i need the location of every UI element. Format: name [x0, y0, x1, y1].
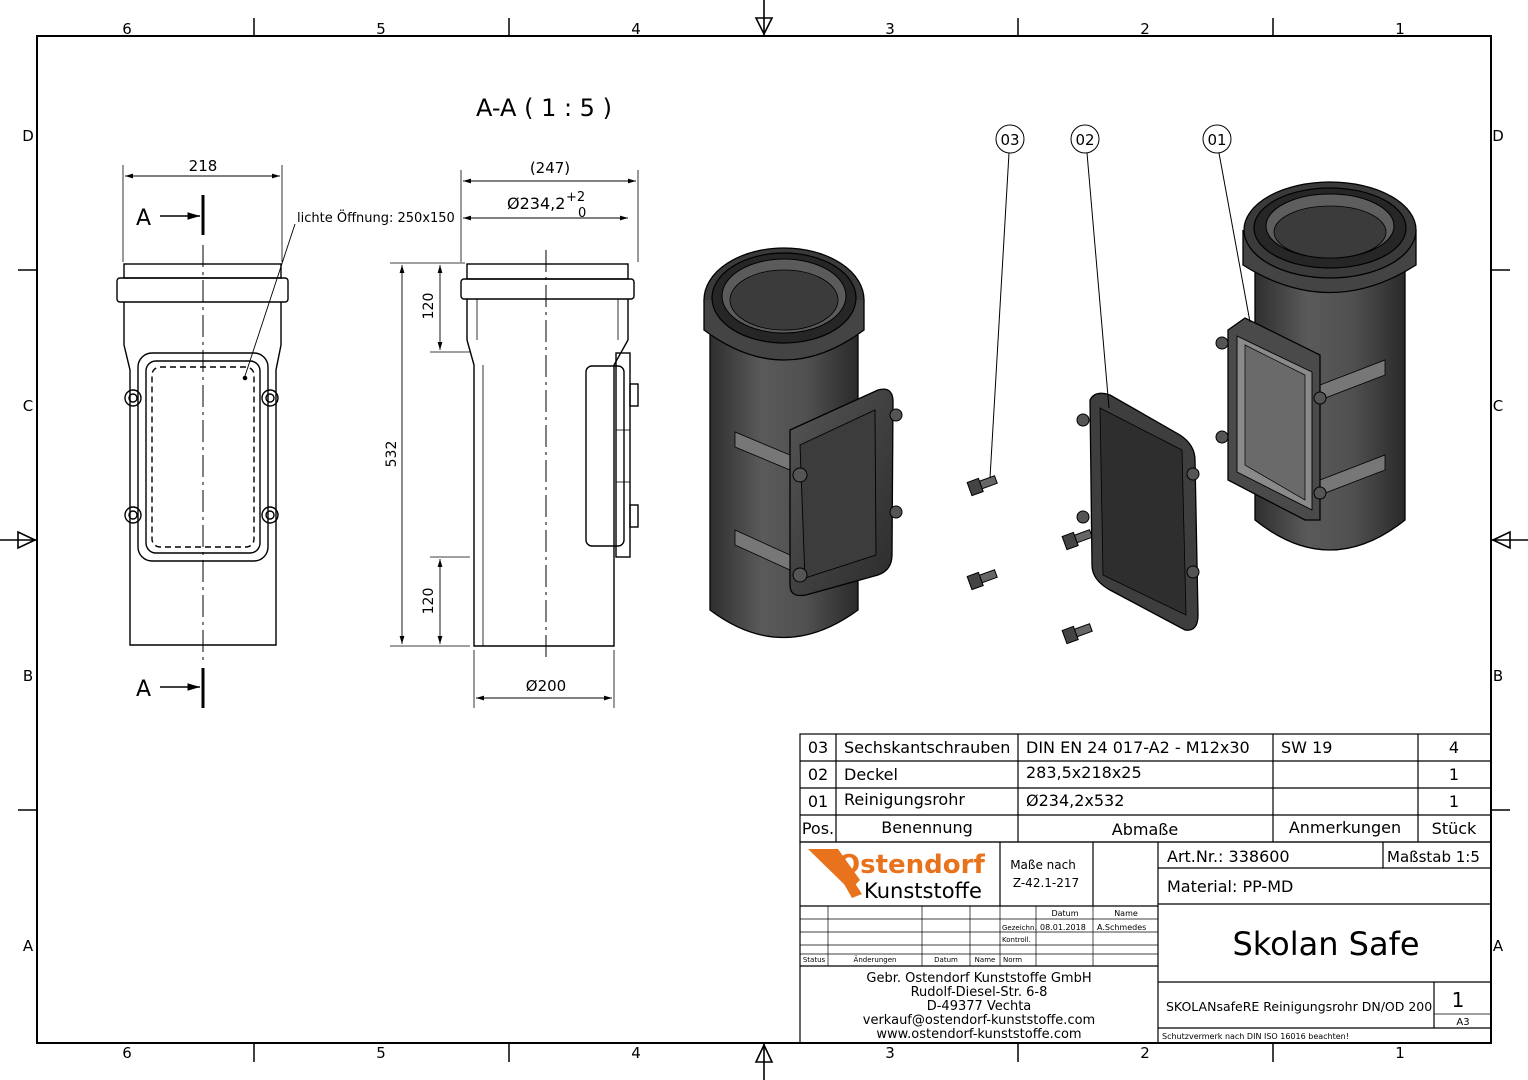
- part-note: SW 19: [1281, 738, 1332, 757]
- drawn-name: A.Schmedes: [1097, 923, 1146, 932]
- dim-len-120-top: 120: [421, 293, 437, 320]
- col-label: 5: [376, 1044, 386, 1062]
- row-label: B: [1493, 667, 1503, 685]
- lid-render: [1076, 392, 1200, 631]
- company-email: verkauf@ostendorf-kunststoffe.com: [863, 1013, 1095, 1028]
- scale: Maßstab 1:5: [1387, 848, 1480, 866]
- company-city: D-49377 Vechta: [927, 999, 1032, 1014]
- opening-note: lichte Öffnung: 250x150: [297, 209, 455, 226]
- section-view: [390, 170, 639, 708]
- section-letter-top: A: [136, 206, 151, 231]
- sheet-number: 1: [1452, 988, 1465, 1012]
- row-label: A: [23, 937, 34, 955]
- balloon-03: 03: [1000, 131, 1019, 149]
- status-label: Status: [803, 956, 826, 964]
- row-label: A: [1493, 937, 1504, 955]
- part-name: Sechskantschrauben: [844, 738, 1010, 757]
- balloon-02: 02: [1075, 131, 1094, 149]
- row-label: C: [23, 397, 33, 415]
- dim-width-218: 218: [189, 157, 218, 175]
- col-label: 1: [1395, 1044, 1405, 1062]
- part-qty: 1: [1449, 765, 1459, 784]
- changes-date-label: Datum: [934, 956, 958, 964]
- dim-diameter-main: Ø234,2: [507, 194, 565, 213]
- changes-name-label: Name: [975, 956, 996, 964]
- part-pos: 01: [808, 792, 828, 811]
- drawn-row-label: Gezeichn.: [1002, 924, 1037, 932]
- part-name: Deckel: [844, 765, 898, 784]
- row-label: B: [23, 667, 33, 685]
- product-title: Skolan Safe: [1232, 925, 1419, 963]
- standard-line1: Maße nach: [1010, 858, 1076, 872]
- logo-text-kunststoffe: Kunststoffe: [864, 879, 982, 903]
- part-name: Reinigungsrohr: [844, 790, 965, 809]
- logo-text-ostendorf: Ostendorf: [838, 850, 985, 880]
- part-dims: 283,5x218x25: [1026, 763, 1142, 782]
- section-letter-bottom: A: [136, 677, 151, 702]
- part-dims: DIN EN 24 017-A2 - M12x30: [1026, 738, 1250, 757]
- col-label: 2: [1140, 1044, 1150, 1062]
- header-dims: Abmaße: [1112, 820, 1178, 839]
- col-label: 3: [885, 20, 895, 38]
- changes-label: Änderungen: [854, 955, 897, 964]
- drawing-description: SKOLANsafeRE Reinigungsrohr DN/OD 200: [1166, 999, 1432, 1014]
- company-name: Gebr. Ostendorf Kunststoffe GmbH: [866, 971, 1091, 986]
- col-label: 6: [122, 1044, 132, 1062]
- col-label: 5: [376, 20, 386, 38]
- header-qty: Stück: [1432, 819, 1477, 838]
- parts-list: 03 Sechskantschrauben DIN EN 24 017-A2 -…: [799, 733, 1492, 843]
- standard-line2: Z-42.1-217: [1013, 876, 1079, 890]
- norm-row-label: Norm: [1003, 956, 1022, 964]
- checked-row-label: Kontroll.: [1002, 936, 1031, 944]
- col-label: 4: [631, 1044, 641, 1062]
- part-qty: 1: [1449, 792, 1459, 811]
- hex-screws-render: [966, 475, 1093, 645]
- dim-tolerance-lower: 0: [578, 206, 586, 221]
- company-website: www.ostendorf-kunststoffe.com: [876, 1027, 1081, 1042]
- header-pos: Pos.: [802, 819, 834, 838]
- article-number: Art.Nr.: 338600: [1167, 847, 1290, 866]
- drawn-col-date: Datum: [1051, 909, 1078, 918]
- header-note: Anmerkungen: [1289, 818, 1401, 837]
- part-qty: 4: [1449, 738, 1459, 757]
- header-name: Benennung: [881, 818, 973, 837]
- col-label: 3: [885, 1044, 895, 1062]
- sheet-format: A3: [1456, 1017, 1469, 1028]
- part-balloons: [989, 124, 1251, 479]
- cleaning-pipe-render: [1215, 181, 1417, 551]
- dim-len-120-bottom: 120: [421, 588, 437, 615]
- dim-len-532: 532: [384, 441, 400, 468]
- assembled-pipe-render: [703, 247, 903, 639]
- company-street: Rudolf-Diesel-Str. 6-8: [911, 985, 1048, 1000]
- section-title: A-A ( 1 : 5 ): [476, 94, 612, 122]
- part-dims: Ø234,2x532: [1026, 791, 1124, 810]
- row-label: C: [1493, 397, 1503, 415]
- drawn-date: 08.01.2018: [1040, 923, 1086, 932]
- col-label: 1: [1395, 20, 1405, 38]
- protection-note: Schutzvermerk nach DIN ISO 16016 beachte…: [1162, 1032, 1349, 1041]
- part-pos: 03: [808, 738, 828, 757]
- col-label: 6: [122, 20, 132, 38]
- material: Material: PP-MD: [1167, 877, 1293, 896]
- col-label: 2: [1140, 20, 1150, 38]
- row-label: D: [22, 127, 34, 145]
- dim-ref-247: (247): [530, 159, 570, 177]
- row-label: D: [1492, 127, 1504, 145]
- col-label: 4: [631, 20, 641, 38]
- front-view: [116, 165, 296, 708]
- company-logo: Ostendorf Kunststoffe: [808, 849, 985, 903]
- part-pos: 02: [808, 765, 828, 784]
- title-block: Ostendorf Kunststoffe Maße nach Z-42.1-2…: [799, 841, 1492, 1044]
- dim-diameter-200: Ø200: [526, 677, 566, 695]
- drawn-col-name: Name: [1114, 909, 1138, 918]
- balloon-01: 01: [1207, 131, 1226, 149]
- dim-tolerance-upper: +2: [566, 190, 585, 205]
